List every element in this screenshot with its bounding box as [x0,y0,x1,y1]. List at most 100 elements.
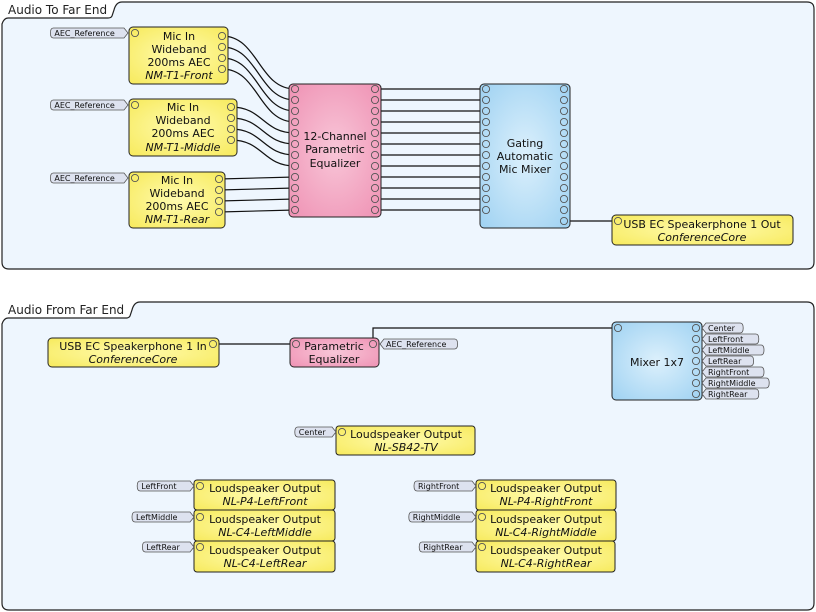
input-port-icon[interactable] [290,194,300,204]
wire[interactable] [218,209,296,213]
block-loudspeaker-right-middle[interactable]: Loudspeaker Output NL-C4-RightMiddle [475,509,617,542]
input-port-icon[interactable] [481,205,491,215]
output-port-icon[interactable] [691,334,701,344]
input-port-icon[interactable] [195,481,205,491]
signal-tag[interactable]: RightFront [413,480,477,492]
wire[interactable] [230,128,296,156]
input-port-icon[interactable] [290,172,300,182]
signal-tag[interactable]: LeftMiddle [701,344,765,356]
block-mixer-1x7[interactable]: Mixer 1x7 [611,321,703,401]
output-port-icon[interactable] [217,64,227,74]
output-port-icon[interactable] [559,216,569,226]
output-port-icon[interactable] [559,117,569,127]
input-port-icon[interactable] [481,106,491,116]
input-port-icon[interactable] [477,481,487,491]
input-port-icon[interactable] [290,161,300,171]
output-port-icon[interactable] [370,117,380,127]
signal-tag[interactable]: LeftMiddle [131,511,195,523]
input-port-icon[interactable] [481,172,491,182]
input-port-icon[interactable] [481,95,491,105]
block-loudspeaker-left-rear[interactable]: Loudspeaker Output NL-C4-LeftRear [193,540,336,573]
signal-tag[interactable]: LeftFront [701,333,760,345]
signal-tag[interactable]: RightMiddle [408,511,477,523]
input-port-icon[interactable] [130,100,140,110]
input-port-icon[interactable] [195,542,205,552]
wire[interactable] [221,46,296,101]
output-port-icon[interactable] [368,339,378,349]
output-port-icon[interactable] [691,367,701,377]
input-port-icon[interactable] [337,427,347,437]
wire[interactable] [221,68,296,123]
output-port-icon[interactable] [370,139,380,149]
signal-tag[interactable]: LeftRear [141,541,195,553]
signal-tag[interactable]: Center [294,426,337,438]
output-port-icon[interactable] [559,128,569,138]
output-port-icon[interactable] [370,128,380,138]
output-port-icon[interactable] [370,84,380,94]
output-port-icon[interactable] [559,183,569,193]
input-port-icon[interactable] [291,339,301,349]
input-port-icon[interactable] [481,139,491,149]
signal-tag[interactable]: LeftFront [136,480,195,492]
input-port-icon[interactable] [613,323,623,333]
output-port-icon[interactable] [217,31,227,41]
block-loudspeaker-left-middle[interactable]: Loudspeaker Output NL-C4-LeftMiddle [193,509,336,542]
block-loudspeaker-right-front[interactable]: Loudspeaker Output NL-P4-RightFront [475,479,617,511]
input-port-icon[interactable] [481,150,491,160]
wire[interactable] [218,187,296,191]
output-port-icon[interactable] [559,161,569,171]
block-mic-middle[interactable]: Mic In Wideband 200ms AEC NM-T1-Middle [128,98,238,157]
wire[interactable] [230,106,296,134]
block-loudspeaker-right-rear[interactable]: Loudspeaker Output NL-C4-RightRear [475,540,616,573]
block-gating-automatic-mic-mixer[interactable]: Gating Automatic Mic Mixer [479,83,571,229]
output-port-icon[interactable] [370,205,380,215]
signal-tag[interactable]: LeftRear [701,355,755,367]
output-port-icon[interactable] [214,185,224,195]
block-loudspeaker-left-front[interactable]: Loudspeaker Output NL-P4-LeftFront [193,479,336,511]
output-port-icon[interactable] [559,205,569,215]
input-port-icon[interactable] [290,183,300,193]
output-port-icon[interactable] [370,161,380,171]
output-port-icon[interactable] [691,356,701,366]
block-mic-rear[interactable]: Mic In Wideband 200ms AEC NM-T1-Rear [128,171,226,229]
signal-tag[interactable]: RightMiddle [701,377,770,389]
input-port-icon[interactable] [130,28,140,38]
signal-tag[interactable]: RightFront [701,366,765,378]
input-port-icon[interactable] [481,84,491,94]
output-port-icon[interactable] [559,106,569,116]
signal-tag[interactable]: AEC_Reference [49,99,129,111]
input-port-icon[interactable] [290,128,300,138]
block-loudspeaker-center[interactable]: Loudspeaker Output NL-SB42-TV [335,425,476,456]
input-port-icon[interactable] [481,161,491,171]
output-port-icon[interactable] [226,113,236,123]
input-port-icon[interactable] [290,139,300,149]
input-port-icon[interactable] [477,512,487,522]
output-port-icon[interactable] [226,135,236,145]
output-port-icon[interactable] [370,95,380,105]
wire[interactable] [218,176,296,180]
wire[interactable] [221,35,296,90]
output-port-icon[interactable] [559,95,569,105]
output-port-icon[interactable] [559,194,569,204]
input-port-icon[interactable] [481,194,491,204]
output-port-icon[interactable] [226,124,236,134]
wire[interactable] [230,139,296,167]
wire[interactable] [221,57,296,112]
output-port-icon[interactable] [214,207,224,217]
block-parametric-equalizer[interactable]: Parametric Equalizer [289,337,380,368]
output-port-icon[interactable] [370,183,380,193]
input-port-icon[interactable] [290,205,300,215]
output-port-icon[interactable] [226,102,236,112]
output-port-icon[interactable] [691,323,701,333]
output-port-icon[interactable] [691,345,701,355]
input-port-icon[interactable] [481,117,491,127]
block-usb-speakerphone-in[interactable]: USB EC Speakerphone 1 In ConferenceCore [47,337,220,368]
output-port-icon[interactable] [214,174,224,184]
signal-tag[interactable]: AEC_Reference [49,27,129,39]
output-port-icon[interactable] [691,389,701,399]
output-port-icon[interactable] [691,378,701,388]
block-12-channel-peq[interactable]: 12-Channel Parametric Equalizer [288,83,382,218]
wire[interactable] [230,117,296,145]
output-port-icon[interactable] [217,53,227,63]
input-port-icon[interactable] [130,173,140,183]
